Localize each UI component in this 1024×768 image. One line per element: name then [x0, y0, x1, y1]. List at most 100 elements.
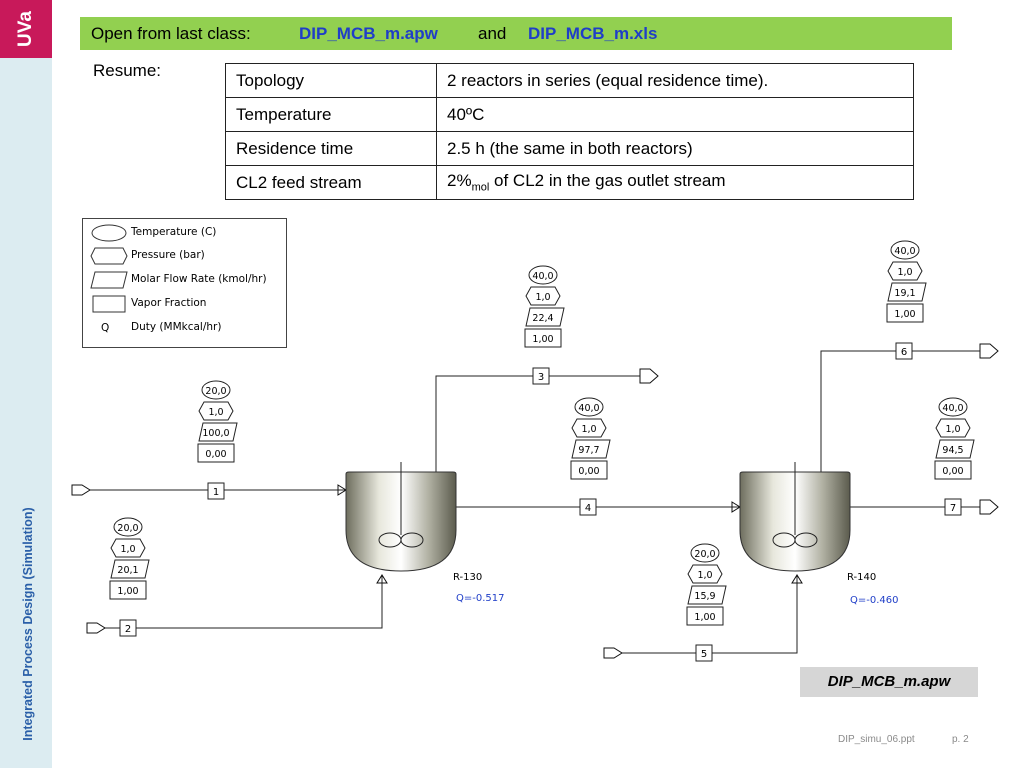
pressure-hexagon: [110, 538, 146, 558]
pressure-hexagon: [935, 418, 971, 438]
product-3-arrow: [639, 368, 659, 384]
temperature-ellipse: [201, 380, 231, 400]
stream-temperature-value: 20,0: [117, 523, 138, 534]
temperature-ellipse: [113, 517, 143, 537]
stream-vapor-fraction-value: 0,00: [578, 466, 599, 477]
stream-id-text: 5: [701, 649, 707, 660]
stream-5-line: [622, 575, 798, 654]
vapor-fraction-rect: [686, 606, 724, 626]
stream-id-4[interactable]: 4: [579, 498, 597, 516]
arrowhead-icon: [731, 501, 741, 513]
table-key: Residence time: [225, 131, 437, 166]
stream-tag-7: 40,01,094,50,00: [934, 397, 975, 480]
sidebar: UVa Integrated Process Design (Simulatio…: [0, 0, 52, 768]
reactor-r-140[interactable]: [739, 462, 851, 572]
stream-2-line: [105, 575, 383, 629]
stream-pressure-value: 1,0: [535, 292, 550, 303]
stream-temperature-value: 40,0: [894, 246, 915, 257]
pressure-hexagon: [687, 564, 723, 584]
stream-id-2[interactable]: 2: [119, 619, 137, 637]
legend-molar-flow: Molar Flow Rate (kmol/hr): [83, 270, 286, 290]
stream-tag-3: 40,01,022,41,00: [524, 265, 565, 348]
legend-label: Vapor Fraction: [131, 297, 207, 309]
table-value: 2%mol of CL2 in the gas outlet stream: [436, 165, 914, 200]
stream-3-line: [435, 375, 640, 478]
banner-conjunction: and: [478, 24, 507, 43]
stream-id-5[interactable]: 5: [695, 644, 713, 662]
reactor-label: R-140: [847, 572, 876, 583]
stream-vapor-fraction-value: 1,00: [117, 586, 138, 597]
banner-file-apw: DIP_MCB_m.apw: [299, 24, 438, 43]
feed-1-arrow: [71, 484, 91, 496]
table-value: 40ºC: [436, 97, 914, 132]
legend-vapor-fraction: Vapor Fraction: [83, 294, 286, 314]
temperature-ellipse: [938, 397, 968, 417]
stream-id-6[interactable]: 6: [895, 342, 913, 360]
stream-id-7[interactable]: 7: [944, 498, 962, 516]
flow-parallelogram: [198, 422, 238, 442]
pressure-hexagon: [887, 261, 923, 281]
stream-id-text: 6: [901, 347, 907, 358]
flow-parallelogram: [525, 307, 565, 327]
stream-temperature-value: 40,0: [532, 271, 553, 282]
file-label: DIP_MCB_m.apw: [800, 667, 978, 697]
stream-id-text: 4: [585, 503, 591, 514]
reactor-duty: Q=-0.460: [850, 595, 899, 606]
legend-label: Temperature (C): [131, 226, 217, 238]
table-row: CL2 feed stream 2%mol of CL2 in the gas …: [225, 165, 914, 200]
rectangle-icon: [92, 295, 126, 313]
stream-id-text: 2: [125, 624, 131, 635]
vapor-fraction-rect: [934, 460, 972, 480]
flow-parallelogram: [935, 439, 975, 459]
hexagon-icon: [90, 247, 128, 265]
summary-table: Topology 2 reactors in series (equal res…: [225, 63, 914, 200]
pressure-hexagon: [571, 418, 607, 438]
resume-label: Resume:: [93, 61, 162, 80]
stream-pressure-value: 1,0: [208, 407, 223, 418]
arrowhead-icon: [791, 574, 803, 584]
reactor-r-130[interactable]: [345, 462, 457, 572]
stream-pressure-value: 1,0: [945, 424, 960, 435]
stream-tag-1: 20,0 1,0 100,0 0,00: [197, 380, 238, 463]
duty-symbol: Q: [101, 322, 110, 334]
reactor-duty: Q=-0.517: [456, 593, 505, 604]
stream-vapor-fraction-value: 0,00: [205, 449, 226, 460]
stream-tag-4: 40,01,097,70,00: [570, 397, 611, 480]
table-key: CL2 feed stream: [225, 165, 437, 200]
vapor-fraction-rect: [524, 328, 562, 348]
stream-id-1[interactable]: 1: [207, 482, 225, 500]
vapor-fraction-rect: [570, 460, 608, 480]
stream-id-text: 1: [213, 487, 219, 498]
vapor-fraction-rect: [109, 580, 147, 600]
flow-parallelogram: [887, 282, 927, 302]
pressure-hexagon: [525, 286, 561, 306]
stream-temperature-value: 40,0: [578, 403, 599, 414]
product-6-arrow: [979, 343, 999, 359]
title-banner: Open from last class: DIP_MCB_m.apw and …: [80, 17, 952, 50]
arrowhead-icon: [337, 484, 347, 496]
vapor-fraction-rect: [197, 443, 235, 463]
reactor-label: R-130: [453, 572, 482, 583]
footer-filename: DIP_simu_06.ppt: [838, 734, 915, 745]
value-pre: 2%: [447, 171, 472, 191]
stream-vapor-fraction-value: 1,00: [894, 309, 915, 320]
agitator-blade: [400, 532, 424, 548]
agitator-blade: [794, 532, 818, 548]
ellipse-icon: [91, 224, 127, 242]
legend-label: Pressure (bar): [131, 249, 205, 261]
stream-flow-value: 100,0: [202, 428, 229, 439]
stream-temperature-value: 20,0: [205, 386, 226, 397]
stream-id-3[interactable]: 3: [532, 367, 550, 385]
stream-vapor-fraction-value: 1,00: [532, 334, 553, 345]
product-7-arrow: [979, 499, 999, 515]
stream-flow-value: 19,1: [894, 288, 915, 299]
flow-parallelogram: [571, 439, 611, 459]
stream-data-tags: 20,01,0100,00,0020,01,020,11,0040,01,022…: [109, 240, 975, 626]
flow-parallelogram: [687, 585, 727, 605]
table-value: 2 reactors in series (equal residence ti…: [436, 63, 914, 98]
temperature-ellipse: [690, 543, 720, 563]
footer-page-number: p. 2: [952, 734, 969, 745]
temperature-ellipse: [574, 397, 604, 417]
value-subscript: mol: [471, 181, 490, 194]
